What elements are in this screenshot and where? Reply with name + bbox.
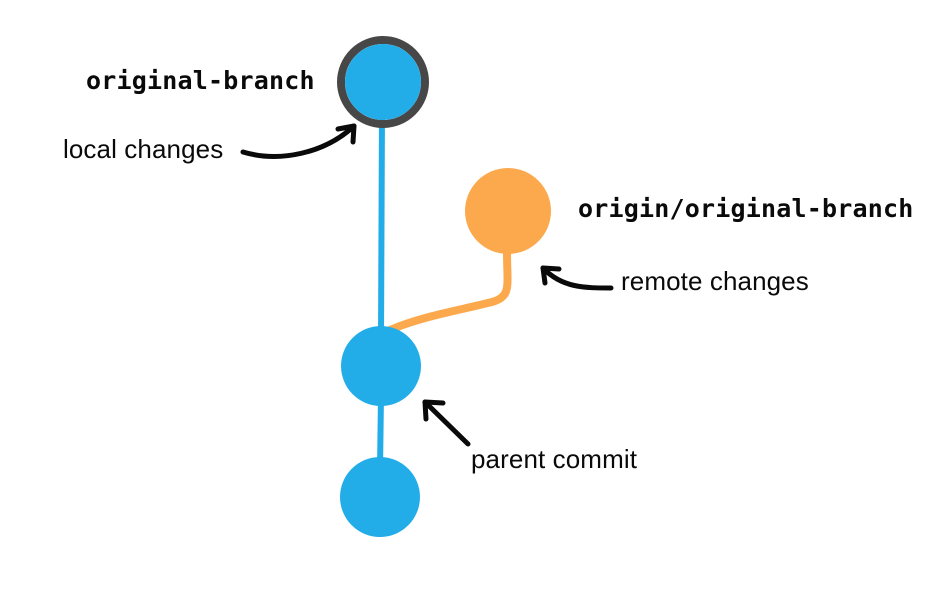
local-branch-line	[378, 107, 385, 343]
local-head-commit-node[interactable]	[337, 36, 429, 128]
remote-branch-curve	[379, 248, 512, 337]
head-ring-icon	[337, 36, 429, 128]
remote-changes-label: remote changes	[621, 266, 809, 296]
local-changes-arrow-icon	[240, 123, 357, 159]
remote-commit-dot-icon	[465, 168, 551, 254]
ancestor-commit-node[interactable]	[340, 457, 420, 537]
local-changes-label: local changes	[63, 134, 224, 164]
parent-commit-arrow-icon	[422, 399, 471, 447]
parent-commit-label: parent commit	[471, 444, 638, 474]
commit-dot-icon	[345, 44, 421, 120]
parent-commit-node[interactable]	[341, 326, 421, 406]
origin-original-branch-label: origin/original-branch	[578, 194, 914, 223]
parent-commit-dot-icon	[341, 326, 421, 406]
ancestor-commit-dot-icon	[340, 457, 420, 537]
original-branch-label: original-branch	[86, 66, 315, 95]
remote-changes-arrow-icon	[540, 265, 614, 291]
remote-head-commit-node[interactable]	[465, 168, 551, 254]
